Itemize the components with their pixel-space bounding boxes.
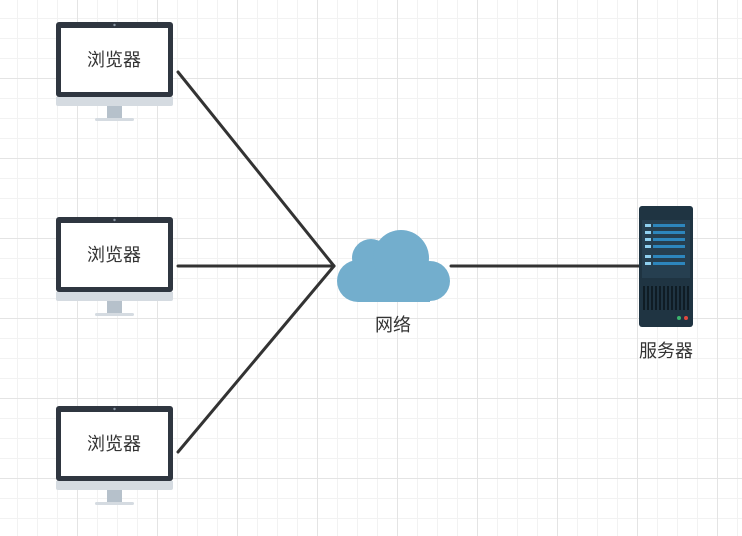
browser-label-1: 浏览器: [87, 50, 141, 71]
monitor-icon: [56, 217, 173, 316]
server-node[interactable]: [639, 206, 693, 327]
server-rack-units: [645, 224, 685, 265]
cloud-icon: [337, 230, 450, 302]
browser-label-3: 浏览器: [87, 434, 141, 455]
monitor-icon: [56, 22, 173, 121]
monitor-icon: [56, 406, 173, 505]
server-label: 服务器: [639, 341, 693, 362]
connector-browser-3-network: [176, 264, 336, 454]
browser-label-2: 浏览器: [87, 245, 141, 266]
network-label: 网络: [375, 315, 411, 336]
browser-node-1[interactable]: [56, 22, 173, 121]
browser-node-2[interactable]: [56, 217, 173, 316]
network-node[interactable]: [337, 230, 450, 302]
server-icon: [639, 206, 693, 327]
server-vent: [643, 286, 689, 310]
server-led-red: [684, 316, 688, 320]
connector-browser-1-network: [176, 70, 336, 268]
connectors: [176, 70, 643, 454]
server-led-green: [677, 316, 681, 320]
browser-node-3[interactable]: [56, 406, 173, 505]
